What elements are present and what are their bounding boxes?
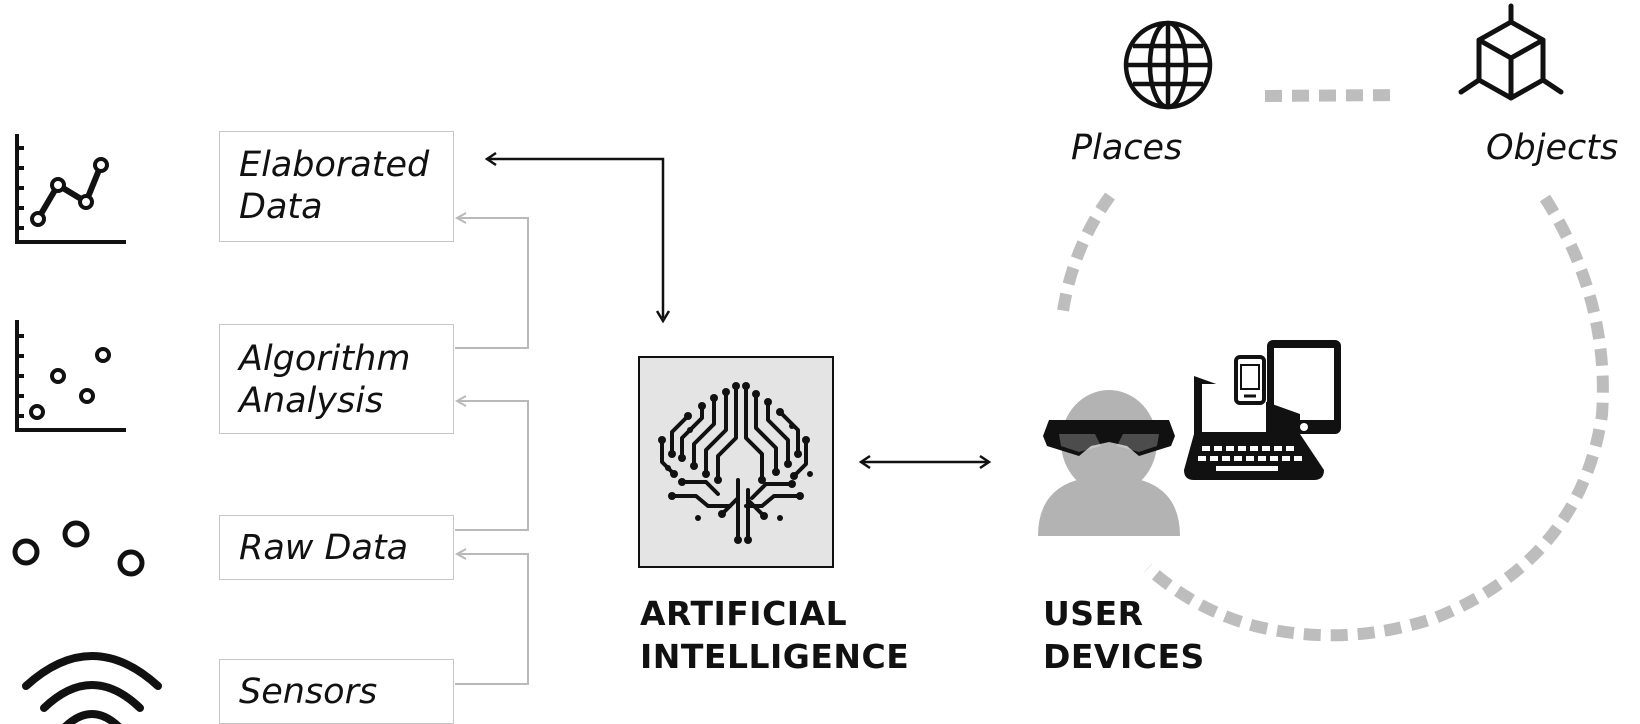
dashed-ring-left [1056, 192, 1115, 319]
wifi-signal-icon [22, 652, 162, 724]
ai-box [638, 356, 834, 568]
arrowhead-left-2 [858, 454, 871, 470]
scatter-chart-icon [15, 320, 126, 432]
user-with-headset-icon [1038, 390, 1180, 536]
arrowhead-left [484, 151, 497, 167]
raw-data-label: Raw Data [239, 528, 409, 568]
gray-connector-lines [455, 217, 529, 685]
user-devices-heading: USER DEVICES [1043, 594, 1205, 676]
elaborated-data-label: Elaborated Data [239, 145, 430, 227]
algorithm-analysis-label: Algorithm Analysis [239, 339, 411, 421]
globe-icon [1123, 20, 1213, 110]
elaborated-data-box [219, 131, 454, 242]
sensors-label: Sensors [239, 672, 378, 712]
gray-arrowheads [454, 212, 467, 560]
objects-label: Objects [1486, 128, 1619, 168]
line-chart-icon [15, 134, 126, 244]
phone-icon [1234, 355, 1266, 405]
dashed-ring-right [1144, 194, 1609, 642]
raw-data-box [219, 515, 454, 580]
arrowhead-right [979, 454, 992, 470]
algorithm-analysis-box [219, 324, 454, 434]
ai-to-data-connector [489, 157, 665, 318]
places-label: Places [1071, 128, 1183, 168]
arrowhead-down [655, 310, 671, 324]
circuit-brain-icon [658, 382, 813, 544]
cube-icon [1458, 3, 1564, 101]
dashed-ring-top [1264, 89, 1401, 102]
sensors-box [219, 659, 454, 724]
dots-icon [12, 520, 145, 577]
ai-heading: ARTIFICIAL INTELLIGENCE [640, 594, 910, 676]
